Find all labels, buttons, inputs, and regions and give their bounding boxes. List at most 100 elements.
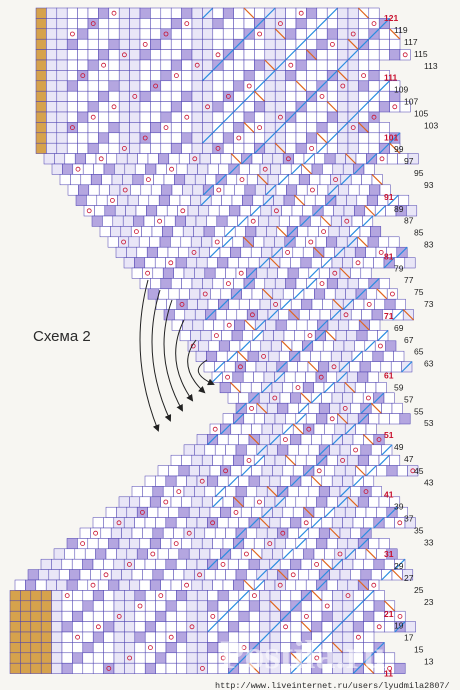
diagonal-stitch-mark <box>383 257 395 269</box>
chart-cell <box>188 506 200 518</box>
diagonal-stitch-mark <box>378 80 391 92</box>
chart-cell <box>72 631 84 643</box>
chart-cell <box>87 579 99 591</box>
chart-cell <box>113 610 125 622</box>
yarn-over-mark <box>340 83 346 89</box>
chart-cell <box>241 288 253 300</box>
chart-cell <box>337 101 349 113</box>
chart-cell <box>87 111 99 123</box>
chart-cell <box>82 600 94 612</box>
chart-cell <box>373 434 385 446</box>
chart-cell <box>199 548 211 560</box>
chart-cell <box>124 590 136 602</box>
chart-cell <box>212 18 224 30</box>
diagonal-stitch-mark <box>373 517 385 529</box>
chart-cell <box>46 122 58 134</box>
chart-cell <box>311 298 323 310</box>
chart-cell <box>254 132 266 144</box>
chart-cell <box>296 184 308 196</box>
diagonal-stitch-mark <box>352 600 365 612</box>
chart-cell <box>30 642 42 654</box>
chart-cell <box>108 579 120 591</box>
chart-cell <box>280 163 292 175</box>
chart-cell <box>170 122 182 134</box>
chart-cell <box>46 80 58 92</box>
chart-cell <box>302 246 314 258</box>
chart-cell <box>277 527 289 539</box>
chart-cell <box>316 38 328 50</box>
chart-cell <box>173 569 185 581</box>
diagonal-stitch-mark <box>361 215 374 227</box>
chart-cell <box>358 70 370 82</box>
chart-cell <box>285 101 297 113</box>
yarn-over-mark <box>237 364 243 370</box>
diagonal-stitch-mark <box>332 298 344 311</box>
chart-cell <box>40 590 52 602</box>
yarn-over-mark <box>184 582 190 588</box>
chart-cell <box>170 49 182 61</box>
yarn-over-mark <box>93 530 98 536</box>
chart-cell <box>305 496 317 508</box>
diagonal-stitch-mark <box>280 298 292 311</box>
yarn-over-mark <box>122 52 127 58</box>
chart-cell <box>264 278 276 290</box>
chart-cell <box>170 38 182 50</box>
chart-cell <box>232 236 244 248</box>
chart-cell <box>295 28 307 40</box>
chart-cell <box>338 319 350 331</box>
chart-cell <box>188 465 200 477</box>
chart-cell <box>181 454 193 466</box>
chart-cell <box>178 465 190 477</box>
chart-cell <box>328 226 340 238</box>
chart-cell <box>272 506 284 518</box>
chart-cell <box>56 90 68 102</box>
chart-cell <box>145 163 157 175</box>
chart-cell <box>188 548 200 560</box>
chart-cell <box>301 298 313 310</box>
chart-cell <box>300 517 312 529</box>
chart-cell <box>149 579 161 591</box>
diagonal-stitch-mark <box>200 194 212 207</box>
chart-cell <box>121 569 133 581</box>
diagonal-stitch-mark <box>238 652 250 664</box>
chart-cell <box>264 111 276 123</box>
row-number: 93 <box>424 180 434 190</box>
chart-cell <box>9 631 21 643</box>
yarn-over-mark <box>298 10 304 16</box>
chart-cell <box>181 122 193 134</box>
row-number: 35 <box>414 525 424 535</box>
chart-cell <box>352 392 364 404</box>
chart-cell <box>212 142 224 154</box>
diagonal-stitch-mark <box>257 173 269 186</box>
chart-cell <box>306 38 318 50</box>
chart-cell <box>269 610 281 622</box>
chart-cell <box>178 246 190 258</box>
chart-cell <box>292 465 304 477</box>
yarn-over-mark <box>397 520 403 526</box>
chart-cell <box>378 101 390 113</box>
chart-cell <box>316 278 328 290</box>
yarn-over-mark <box>191 249 197 255</box>
chart-cell <box>82 558 94 570</box>
chart-cell <box>175 517 187 529</box>
chart-cell <box>298 444 310 456</box>
chart-cell <box>174 174 186 186</box>
chart-cell <box>123 558 135 570</box>
chart-cell <box>326 49 338 61</box>
chart-cell <box>217 600 229 612</box>
diagonal-stitch-mark <box>284 454 297 467</box>
chart-cell <box>297 361 309 373</box>
diagonal-stitch-mark <box>262 194 275 207</box>
row-number: 85 <box>414 228 424 238</box>
chart-cell <box>359 361 371 373</box>
chart-cell <box>181 59 193 71</box>
diagonal-stitch-mark <box>233 38 245 51</box>
chart-cell <box>170 278 182 290</box>
diagonal-stitch-mark <box>295 413 307 425</box>
chart-cell <box>356 330 368 342</box>
chart-cell <box>282 465 294 477</box>
chart-cell <box>127 194 139 206</box>
chart-cell <box>82 652 94 664</box>
chart-cell <box>148 194 160 206</box>
chart-cell <box>160 111 172 123</box>
